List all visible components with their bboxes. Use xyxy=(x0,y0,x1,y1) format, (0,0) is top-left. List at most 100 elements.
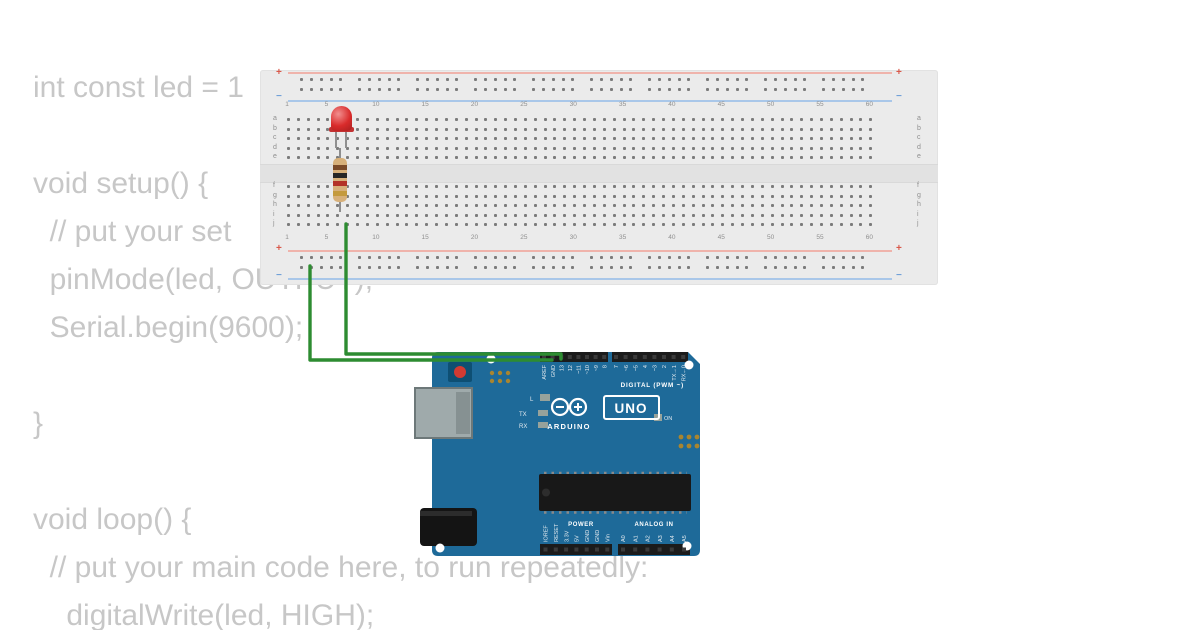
breadboard-hole xyxy=(365,146,369,150)
row-letter: a xyxy=(273,115,277,122)
breadboard-rail-hole xyxy=(571,256,575,259)
pin-label: 7 xyxy=(614,365,620,368)
breadboard-hole xyxy=(553,204,557,207)
breadboard-hole xyxy=(780,127,784,131)
breadboard-rail-hole xyxy=(493,256,497,259)
breadboard-hole xyxy=(435,213,439,217)
breadboard-hole xyxy=(356,223,360,226)
mounting-hole xyxy=(684,360,694,370)
breadboard-rail-hole xyxy=(783,256,787,259)
breadboard-hole xyxy=(839,185,843,188)
breadboard-hole xyxy=(849,213,853,217)
wire-gnd[interactable] xyxy=(308,264,554,362)
breadboard-hole xyxy=(306,213,310,217)
breadboard-hole xyxy=(415,146,419,150)
breadboard-hole xyxy=(790,137,794,140)
led[interactable] xyxy=(329,106,354,150)
breadboard-rail-hole xyxy=(609,265,613,269)
breadboard-hole xyxy=(652,223,656,226)
breadboard-hole xyxy=(849,146,853,150)
breadboard-rail-hole xyxy=(841,87,845,91)
pin-label: 12 xyxy=(568,365,574,371)
reset-button[interactable] xyxy=(454,366,466,378)
breadboard-hole xyxy=(415,156,419,159)
breadboard-hole xyxy=(760,156,764,159)
breadboard-hole xyxy=(632,156,636,159)
breadboard-rail-hole xyxy=(513,87,517,91)
breadboard-rail-hole xyxy=(735,256,739,259)
breadboard-hole xyxy=(454,127,458,131)
breadboard-hole xyxy=(543,194,547,198)
breadboard-hole xyxy=(800,185,804,188)
breadboard-hole xyxy=(800,213,804,217)
breadboard-hole xyxy=(622,223,626,226)
breadboard-rail-hole xyxy=(445,87,449,91)
breadboard-hole xyxy=(296,185,300,188)
breadboard-rail-hole xyxy=(831,87,835,91)
breadboard-rail-hole xyxy=(513,265,517,269)
arduino-uno[interactable]: L TX RX ON ARDUINO UNO DIGITAL (PWM ~) P… xyxy=(410,348,705,560)
breadboard-hole xyxy=(474,213,478,217)
breadboard-hole xyxy=(523,156,527,159)
breadboard-rail-hole xyxy=(561,87,565,91)
pin-label: ~6 xyxy=(624,365,630,371)
breadboard-rail-hole xyxy=(339,87,343,91)
breadboard-rail-hole xyxy=(609,256,613,259)
breadboard-rail-hole xyxy=(764,78,767,81)
breadboard-hole xyxy=(829,185,833,188)
breadboard-hole xyxy=(849,194,853,198)
breadboard-hole xyxy=(523,137,527,140)
breadboard-hole xyxy=(681,194,685,198)
breadboard-hole xyxy=(592,146,596,150)
digital-header-left[interactable] xyxy=(540,352,608,362)
breadboard-hole xyxy=(425,223,429,226)
breadboard-rail-hole xyxy=(657,265,661,269)
breadboard-hole xyxy=(642,204,646,207)
label-tx: TX xyxy=(519,412,527,418)
breadboard-hole xyxy=(622,213,626,217)
resistor[interactable] xyxy=(332,148,348,212)
breadboard-hole xyxy=(444,127,448,131)
breadboard-hole xyxy=(494,127,498,131)
breadboard-hole xyxy=(760,185,764,188)
column-number: 5 xyxy=(324,101,329,108)
column-number: 60 xyxy=(865,234,873,241)
breadboard-rail-hole xyxy=(397,265,401,269)
breadboard-hole xyxy=(494,156,498,159)
breadboard-hole xyxy=(592,118,596,121)
breadboard-rail-hole xyxy=(590,87,593,91)
header-pin xyxy=(567,355,572,359)
breadboard-hole xyxy=(435,127,439,131)
analog-header[interactable] xyxy=(618,544,690,555)
breadboard-rail-hole xyxy=(773,78,777,81)
breadboard-hole xyxy=(602,146,606,150)
breadboard-hole xyxy=(583,185,587,188)
row-letter: d xyxy=(917,143,921,151)
digital-header-right[interactable] xyxy=(612,352,688,362)
breadboard-hole xyxy=(326,194,330,198)
breadboard-hole xyxy=(415,204,419,207)
pin-label: GND xyxy=(595,530,601,542)
breadboard-rail-hole xyxy=(851,265,855,269)
breadboard-hole xyxy=(760,118,764,121)
breadboard-hole xyxy=(583,194,587,198)
breadboard-hole xyxy=(543,213,547,217)
breadboard-hole xyxy=(780,146,784,150)
power-jack xyxy=(420,508,477,546)
breadboard-hole xyxy=(652,137,656,140)
breadboard-hole xyxy=(287,194,290,198)
breadboard-rail-hole xyxy=(677,78,681,81)
pin-label: A2 xyxy=(646,535,652,542)
breadboard-rail-hole xyxy=(715,265,719,269)
breadboard-rail-hole xyxy=(677,256,681,259)
breadboard-hole xyxy=(711,185,715,188)
column-number: 50 xyxy=(767,101,775,108)
breadboard-hole xyxy=(681,213,685,217)
breadboard-hole xyxy=(711,204,715,207)
breadboard-rail-hole xyxy=(783,265,787,269)
row-letter: e xyxy=(917,153,921,160)
breadboard-hole xyxy=(365,118,369,121)
breadboard-rail-hole xyxy=(339,78,343,81)
wire-signal[interactable] xyxy=(344,222,563,361)
